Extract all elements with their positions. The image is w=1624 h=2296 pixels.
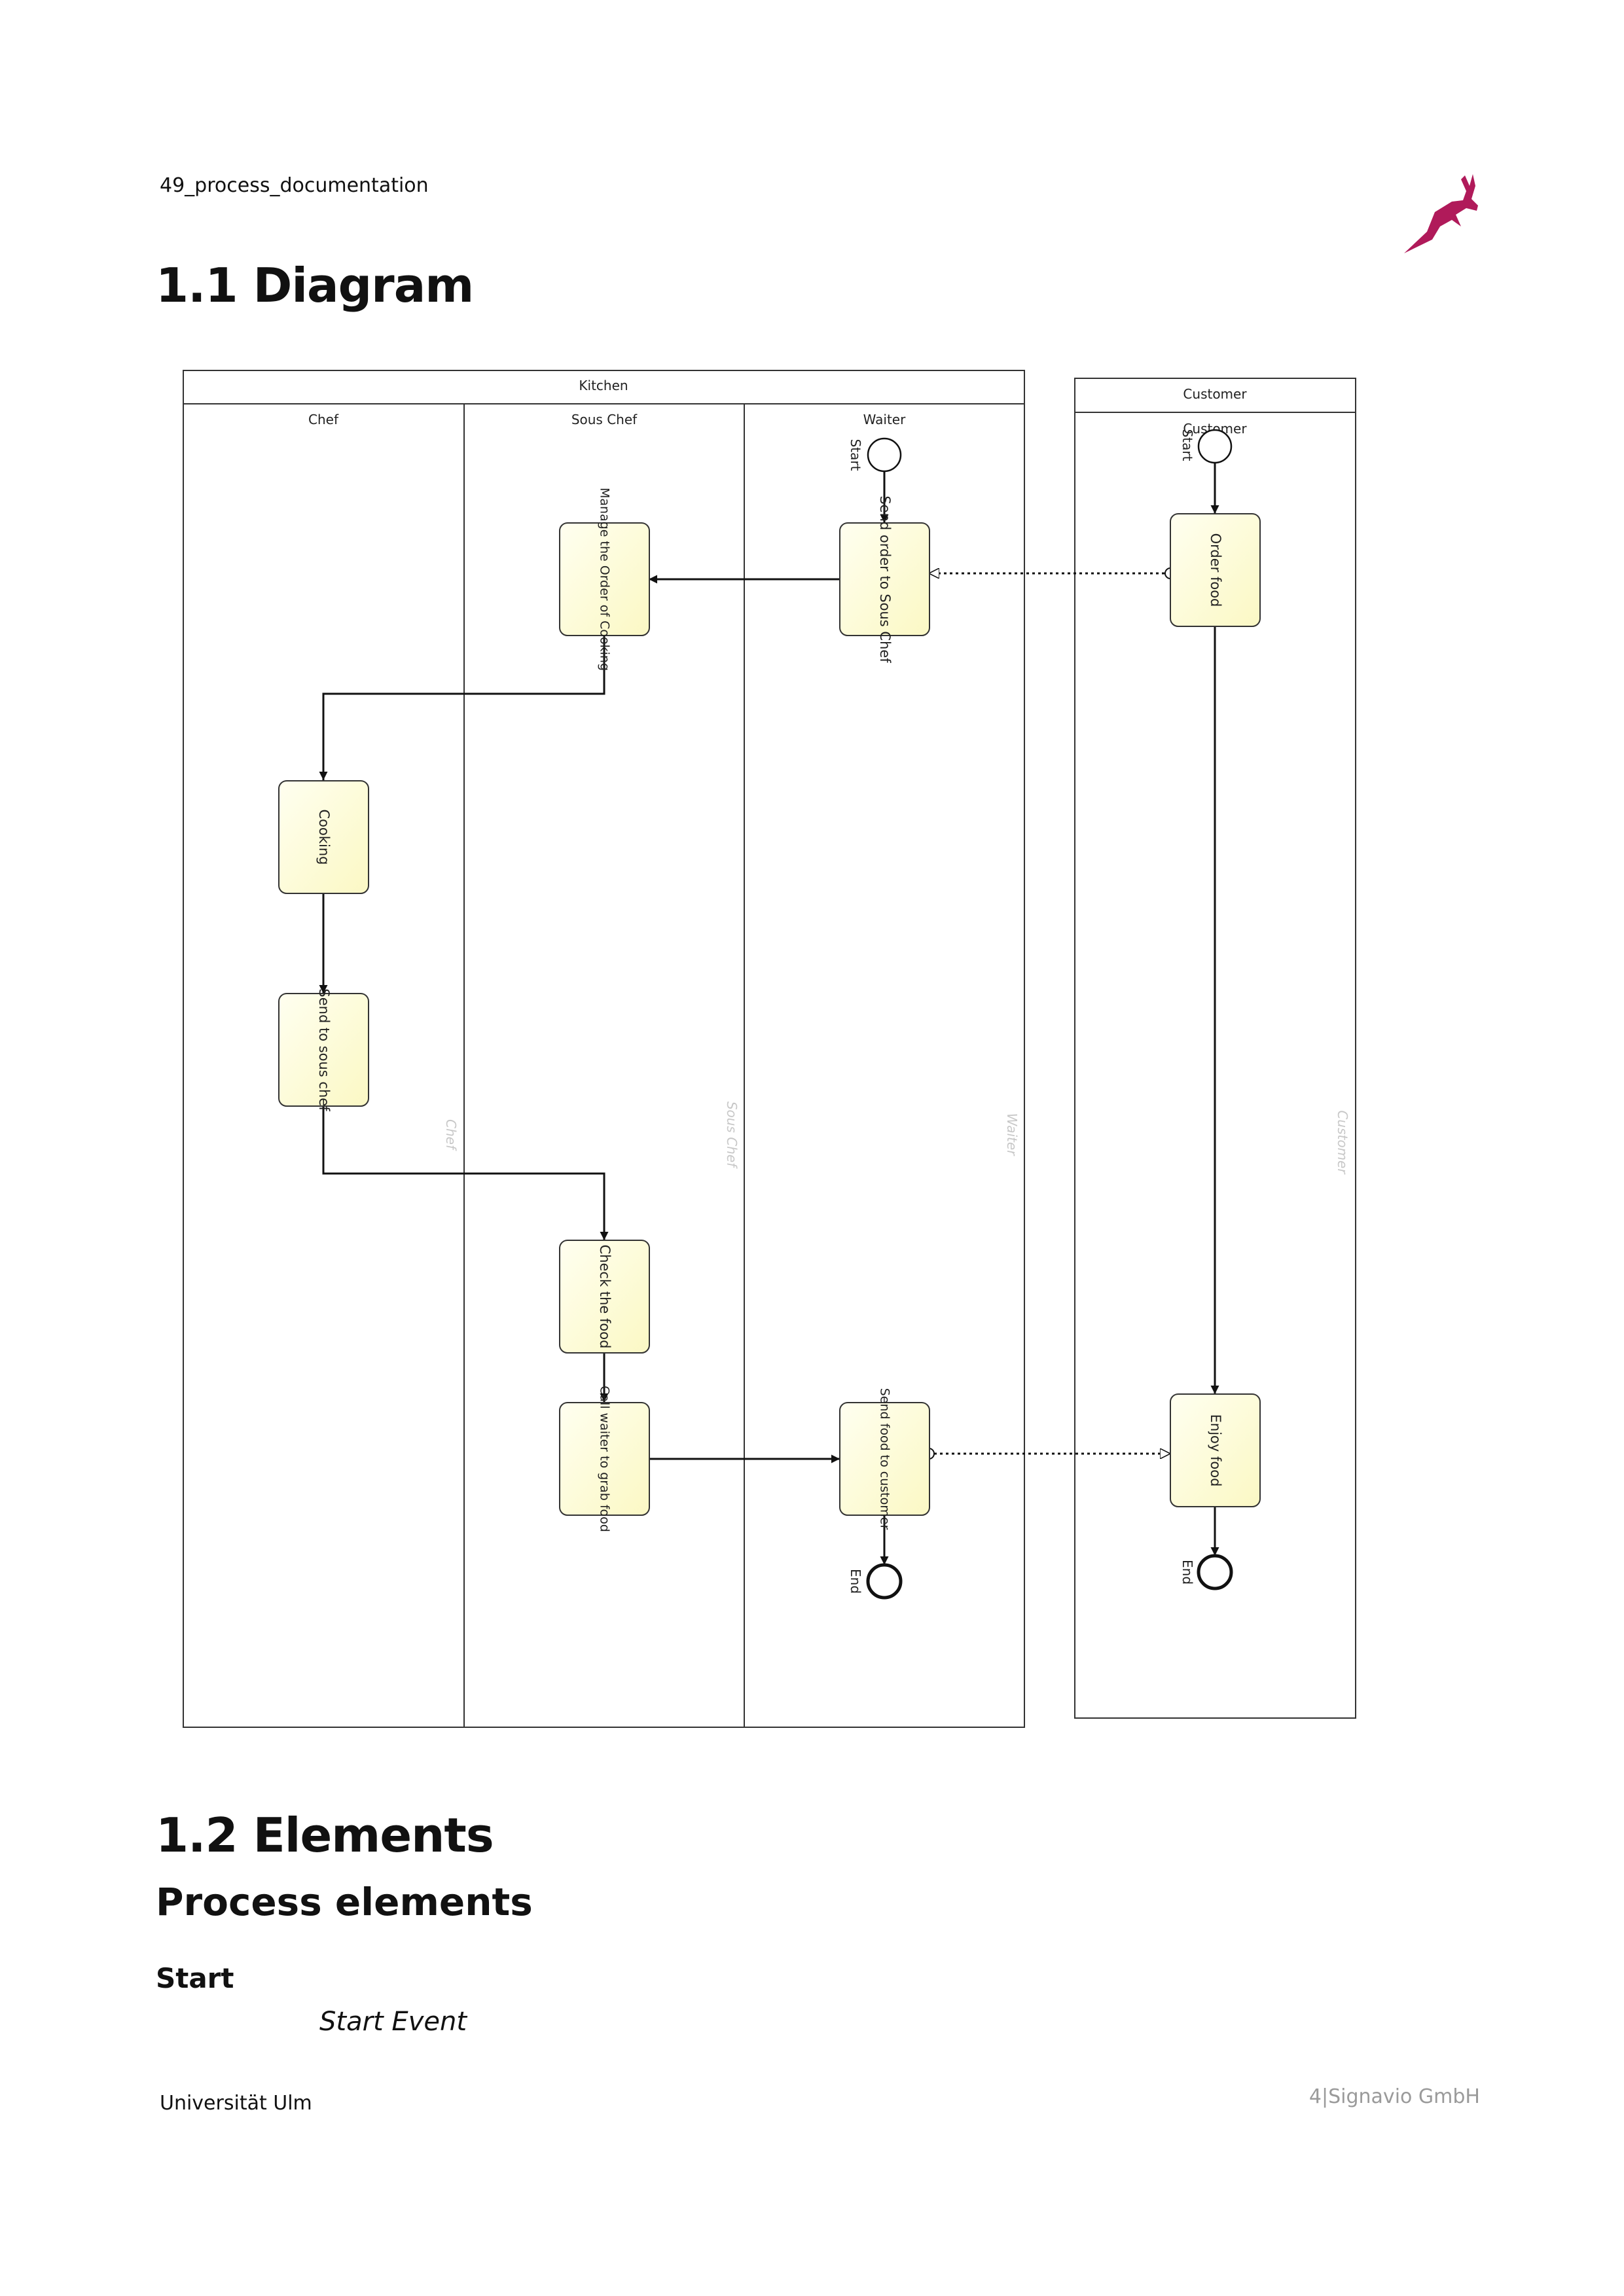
waiter-end-event — [866, 1563, 903, 1600]
task-manage-the-order-of-cooking: Manage the Order of Cooking — [559, 488, 650, 671]
customer-end-event — [1197, 1554, 1233, 1590]
lane-label-chef: Chef — [308, 412, 339, 427]
waiter-start-event — [867, 437, 902, 473]
svg-text:Manage the Order of Cooking: Manage the Order of Cooking — [598, 488, 612, 671]
task-send-food-to-customer: Send food to customer — [839, 1388, 930, 1530]
waiter-end-label: End — [848, 1569, 863, 1594]
customer-end-label: End — [1180, 1560, 1195, 1585]
events: Start End Start End — [848, 429, 1233, 1600]
lane-watermark-customer: Customer — [1335, 1110, 1350, 1175]
flow-send-to-sous-chef-to-check-food — [322, 1106, 609, 1240]
svg-text:Enjoy food: Enjoy food — [1208, 1414, 1223, 1487]
message-flows — [929, 573, 1170, 1454]
kitchen-pool: Kitchen Chef Sous Chef Waiter Chef Sous … — [183, 370, 1025, 1728]
svg-text:Send order to Sous Chef: Send order to Sous Chef — [877, 495, 893, 663]
task-order-food: Order food — [1170, 513, 1261, 627]
svg-text:Check the food: Check the food — [597, 1245, 613, 1349]
svg-text:Send food to customer: Send food to customer — [878, 1388, 892, 1530]
task-send-order-to-sous-chef: Send order to Sous Chef — [839, 495, 930, 663]
lane-label-sous-chef: Sous Chef — [571, 412, 638, 427]
sequence-flows — [319, 463, 1219, 1565]
element-type: Start Event — [319, 2007, 467, 2037]
task-check-the-food: Check the food — [559, 1240, 650, 1354]
lane-watermark-waiter: Waiter — [1004, 1113, 1020, 1157]
customer-pool-title: Customer — [1183, 386, 1247, 402]
task-enjoy-food: Enjoy food — [1170, 1393, 1261, 1507]
element-name: Start — [156, 1962, 234, 1994]
diagram-heading: 1.1 Diagram — [156, 258, 474, 313]
task-cooking: Cooking — [278, 780, 369, 894]
customer-start-label: Start — [1180, 429, 1195, 461]
customer-start-event — [1197, 429, 1233, 464]
kitchen-pool-title: Kitchen — [579, 378, 628, 393]
lane-label-waiter: Waiter — [863, 412, 906, 427]
svg-text:Call waiter to grab food: Call waiter to grab food — [598, 1386, 612, 1532]
svg-text:Cooking: Cooking — [316, 810, 332, 865]
footer-organization: Universität Ulm — [160, 2092, 312, 2115]
tasks: Send order to Sous Chef Manage the Order… — [278, 488, 1261, 1532]
flow-manage-order-to-cooking — [319, 635, 605, 780]
signavio-gazelle-logo-icon — [1404, 174, 1478, 253]
document-name: 49_process_documentation — [160, 174, 429, 197]
process-elements-heading: Process elements — [156, 1880, 533, 1924]
footer-page-info: 4|Signavio GmbH — [1308, 2085, 1480, 2108]
lane-watermark-sous-chef: Sous Chef — [724, 1102, 740, 1169]
waiter-start-label: Start — [848, 439, 863, 471]
task-call-waiter-to-grab-food: Call waiter to grab food — [559, 1386, 650, 1532]
elements-heading: 1.2 Elements — [156, 1808, 494, 1863]
svg-text:Order food: Order food — [1208, 533, 1223, 607]
task-send-to-sous-chef: Send to sous chef — [278, 988, 369, 1111]
lane-watermark-chef: Chef — [443, 1119, 459, 1151]
svg-text:Send to sous chef: Send to sous chef — [316, 988, 332, 1111]
